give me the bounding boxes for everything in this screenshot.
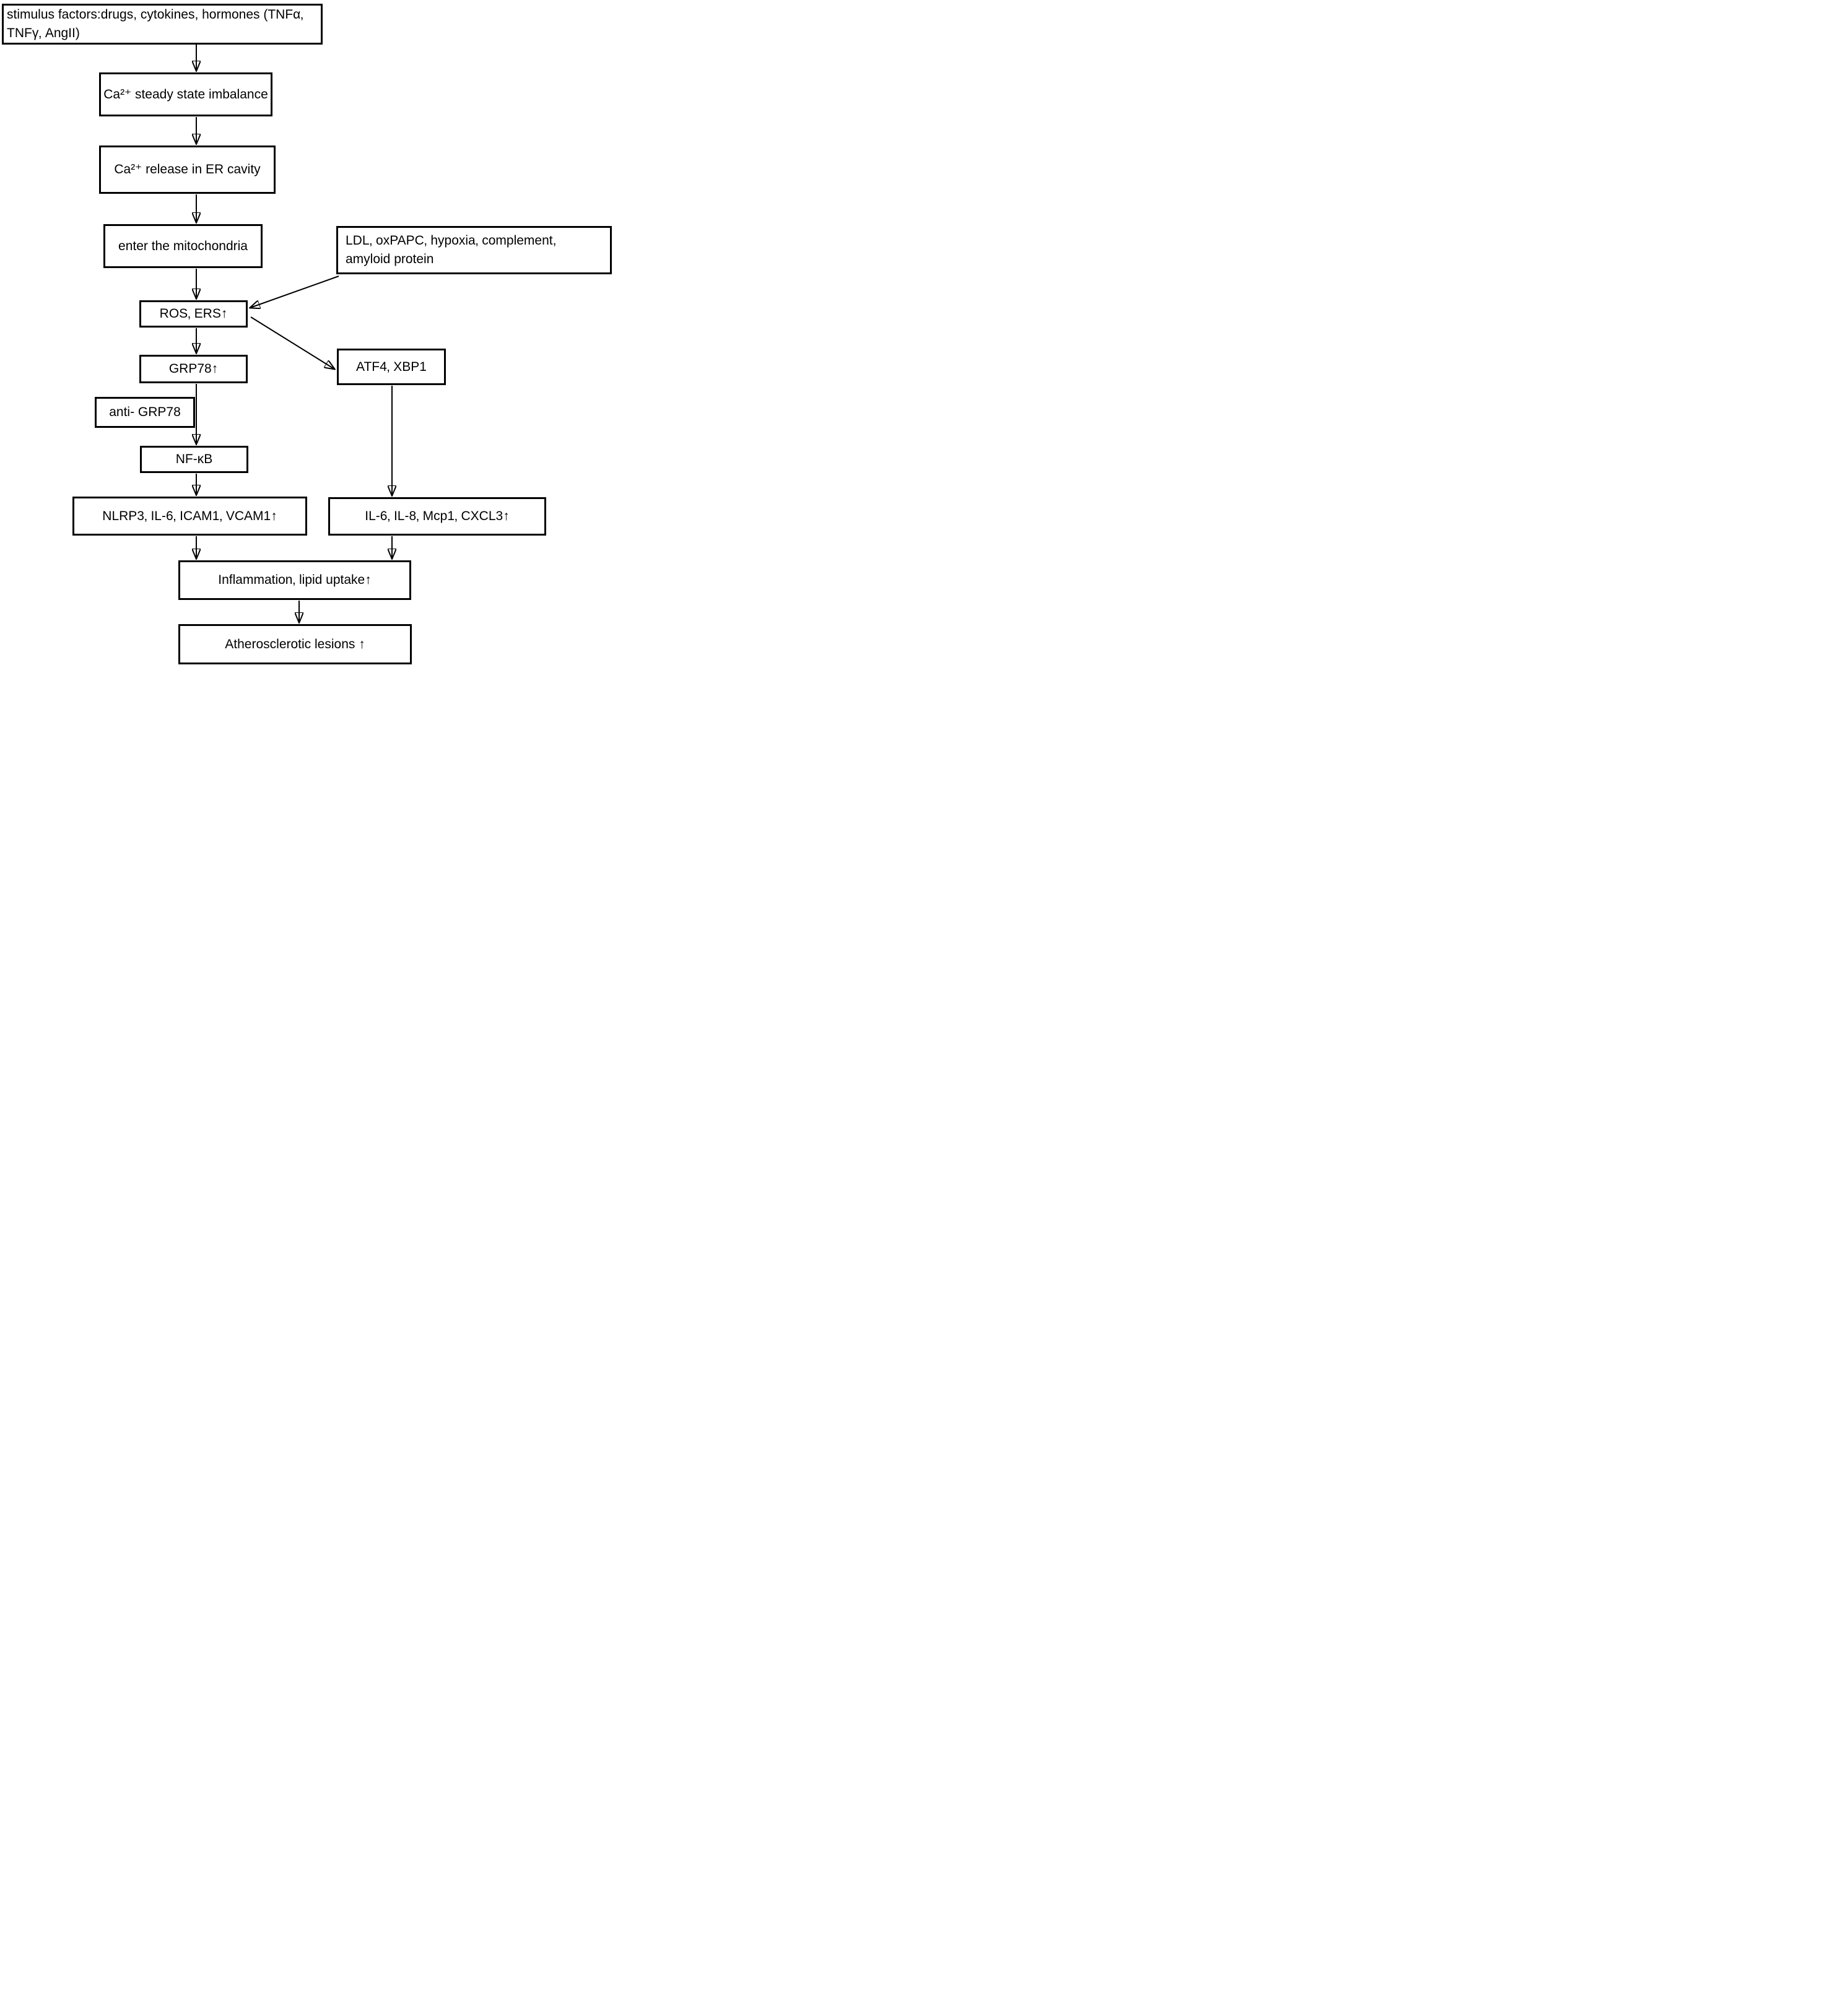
pathway-flowchart: stimulus factors:drugs, cytokines, hormo… (0, 0, 616, 672)
node-anti-grp78: anti- GRP78 (95, 397, 195, 428)
edge-ros-to-atf4 (250, 316, 334, 369)
node-atherosclerotic-lesions: Atherosclerotic lesions ↑ (178, 624, 412, 664)
node-grp78: GRP78↑ (139, 355, 248, 383)
edge-ldl-to-ros (250, 276, 339, 308)
node-il6-il8-mcp1-cxcl3: IL-6‚ IL-8‚ Mcp1‚ CXCL3↑ (328, 497, 546, 536)
node-nlrp3-il6-icam1-vcam1: NLRP3‚ IL-6‚ ICAM1‚ VCAM1↑ (72, 497, 307, 536)
node-inflammation-lipid: Inflammation‚ lipid uptake↑ (178, 560, 411, 600)
node-stimulus-factors: stimulus factors:drugs, cytokines, hormo… (2, 4, 323, 45)
node-atf4-xbp1: ATF4‚ XBP1 (337, 349, 446, 385)
node-ca-release-er: Ca²⁺ release in ER cavity (99, 146, 276, 194)
node-ca-steady-state: Ca²⁺ steady state imbalance (99, 72, 272, 116)
node-ros-ers: ROS‚ ERS↑ (139, 300, 248, 328)
node-ldl-stimuli: LDL‚ oxPAPC‚ hypoxia‚ complement, amyloi… (336, 226, 612, 274)
node-enter-mitochondria: enter the mitochondria (103, 224, 263, 268)
node-nfkb: NF-κB (140, 446, 248, 473)
